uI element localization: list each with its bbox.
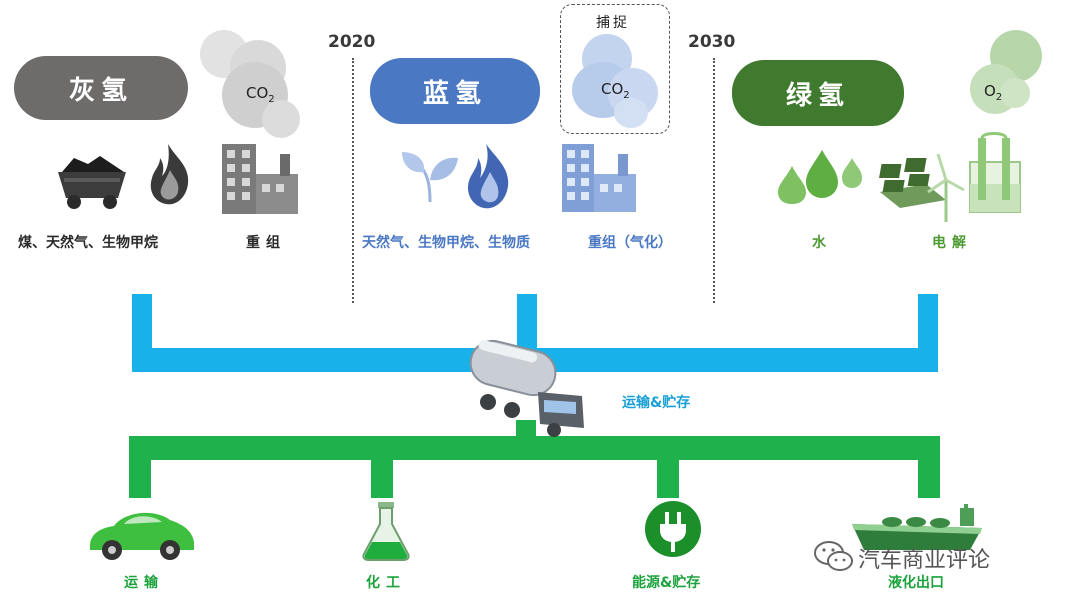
electrolyzer-icon	[969, 132, 1021, 213]
capture-box	[560, 4, 670, 134]
grey-process-label: 重组	[246, 235, 286, 251]
application-label-energy-storage: 能源&贮存	[632, 575, 701, 591]
water-drops-icon	[778, 150, 862, 204]
grey-source-label: 煤、天然气、生物甲烷	[18, 235, 158, 251]
application-label-chemical: 化工	[366, 575, 406, 591]
application-label-export: 液化出口	[888, 575, 944, 591]
divider-2020	[352, 58, 354, 303]
flame-icon	[467, 144, 509, 209]
green-source-label: 水	[812, 235, 826, 251]
green-hydrogen-pill: 绿氢	[732, 60, 904, 126]
application-label-transport: 运输	[124, 575, 164, 591]
coal-cart-icon	[58, 156, 126, 209]
wechat-logo-icon	[814, 541, 853, 571]
factory-icon	[222, 144, 298, 214]
grey-co2-label: CO2	[246, 84, 275, 105]
tanker-truck-icon	[469, 339, 584, 437]
plug-icon	[645, 501, 701, 557]
capture-label: 捕捉	[596, 15, 630, 31]
blue-hydrogen-pill: 蓝氢	[370, 58, 540, 124]
grey-hydrogen-pill: 灰氢	[14, 56, 188, 120]
blue-process-label: 重组（气化）	[588, 235, 672, 251]
blue-source-label: 天然气、生物甲烷、生物质	[362, 235, 530, 251]
green-o2-label: O2	[984, 82, 1003, 103]
ship-icon	[852, 504, 982, 550]
flame-icon	[150, 144, 189, 205]
solar-wind-icon	[879, 153, 965, 222]
divider-2030	[713, 58, 715, 303]
transport-storage-label: 运输&贮存	[622, 395, 691, 411]
flask-icon	[362, 502, 410, 561]
blue-co2-label: CO2	[601, 80, 630, 101]
green-process-label: 电解	[932, 235, 972, 251]
factory-icon	[562, 144, 636, 212]
watermark-text: 汽车商业评论	[858, 548, 991, 573]
year-2030-label: 2030	[688, 32, 736, 52]
car-icon	[90, 512, 194, 560]
year-2020-label: 2020	[328, 32, 376, 52]
leaf-icon	[402, 152, 458, 203]
